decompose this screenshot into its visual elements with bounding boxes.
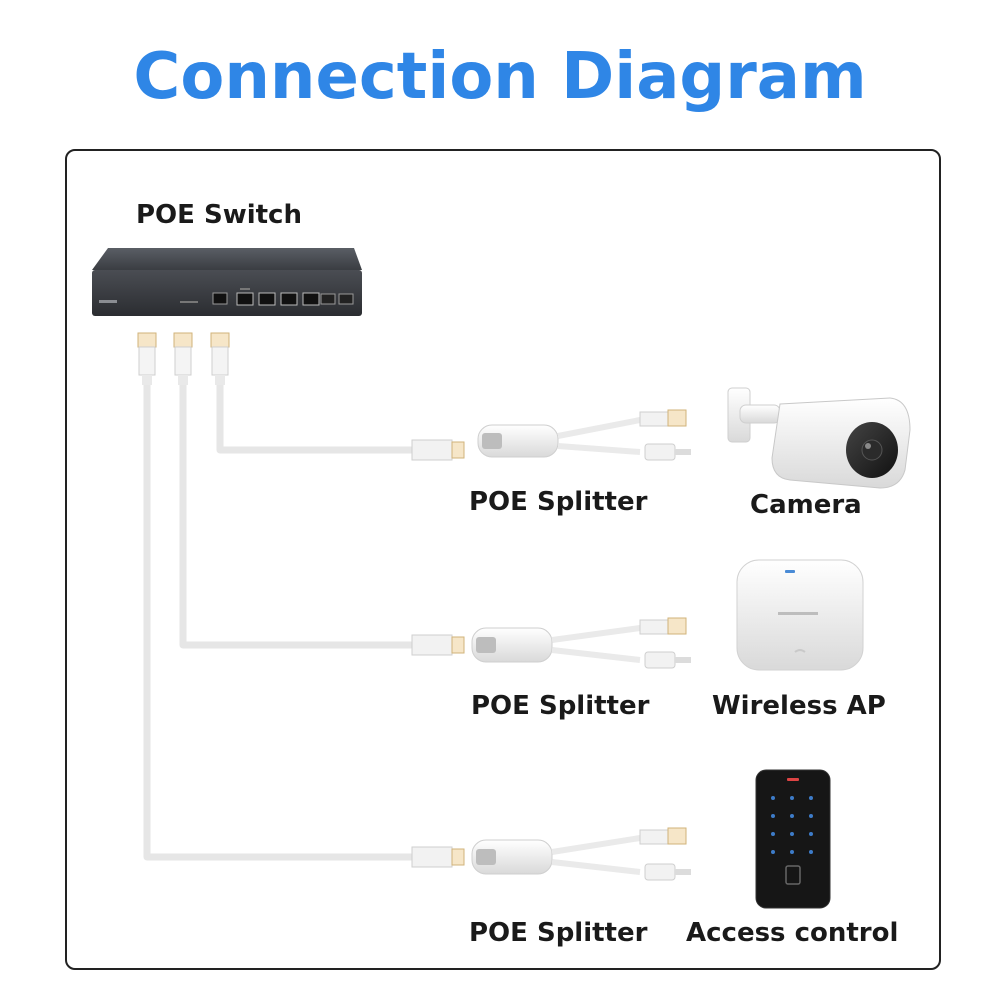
poe-splitter-3	[411, 827, 691, 881]
splitter-label-3: POE Splitter	[469, 918, 648, 948]
access-control-icon	[755, 769, 831, 909]
camera-icon	[727, 387, 911, 489]
diagram-frame	[65, 149, 941, 970]
device-label-access-control: Access control	[686, 918, 899, 948]
poe-switch	[92, 248, 362, 316]
wireless-ap-icon	[736, 559, 864, 671]
cable-access	[143, 380, 412, 861]
device-label-camera: Camera	[750, 490, 862, 520]
switch-label: POE Switch	[136, 200, 302, 230]
poe-splitter-2	[411, 617, 691, 669]
rj45-plugs-top	[137, 332, 230, 385]
cable-camera	[216, 380, 412, 454]
page-title: Connection Diagram	[133, 40, 867, 114]
splitter-label-2: POE Splitter	[471, 691, 650, 721]
device-label-wireless-ap: Wireless AP	[712, 691, 886, 721]
ethernet-cables	[143, 380, 412, 861]
splitter-label-1: POE Splitter	[469, 487, 648, 517]
poe-splitter-1	[411, 409, 691, 461]
cable-ap	[179, 380, 412, 649]
